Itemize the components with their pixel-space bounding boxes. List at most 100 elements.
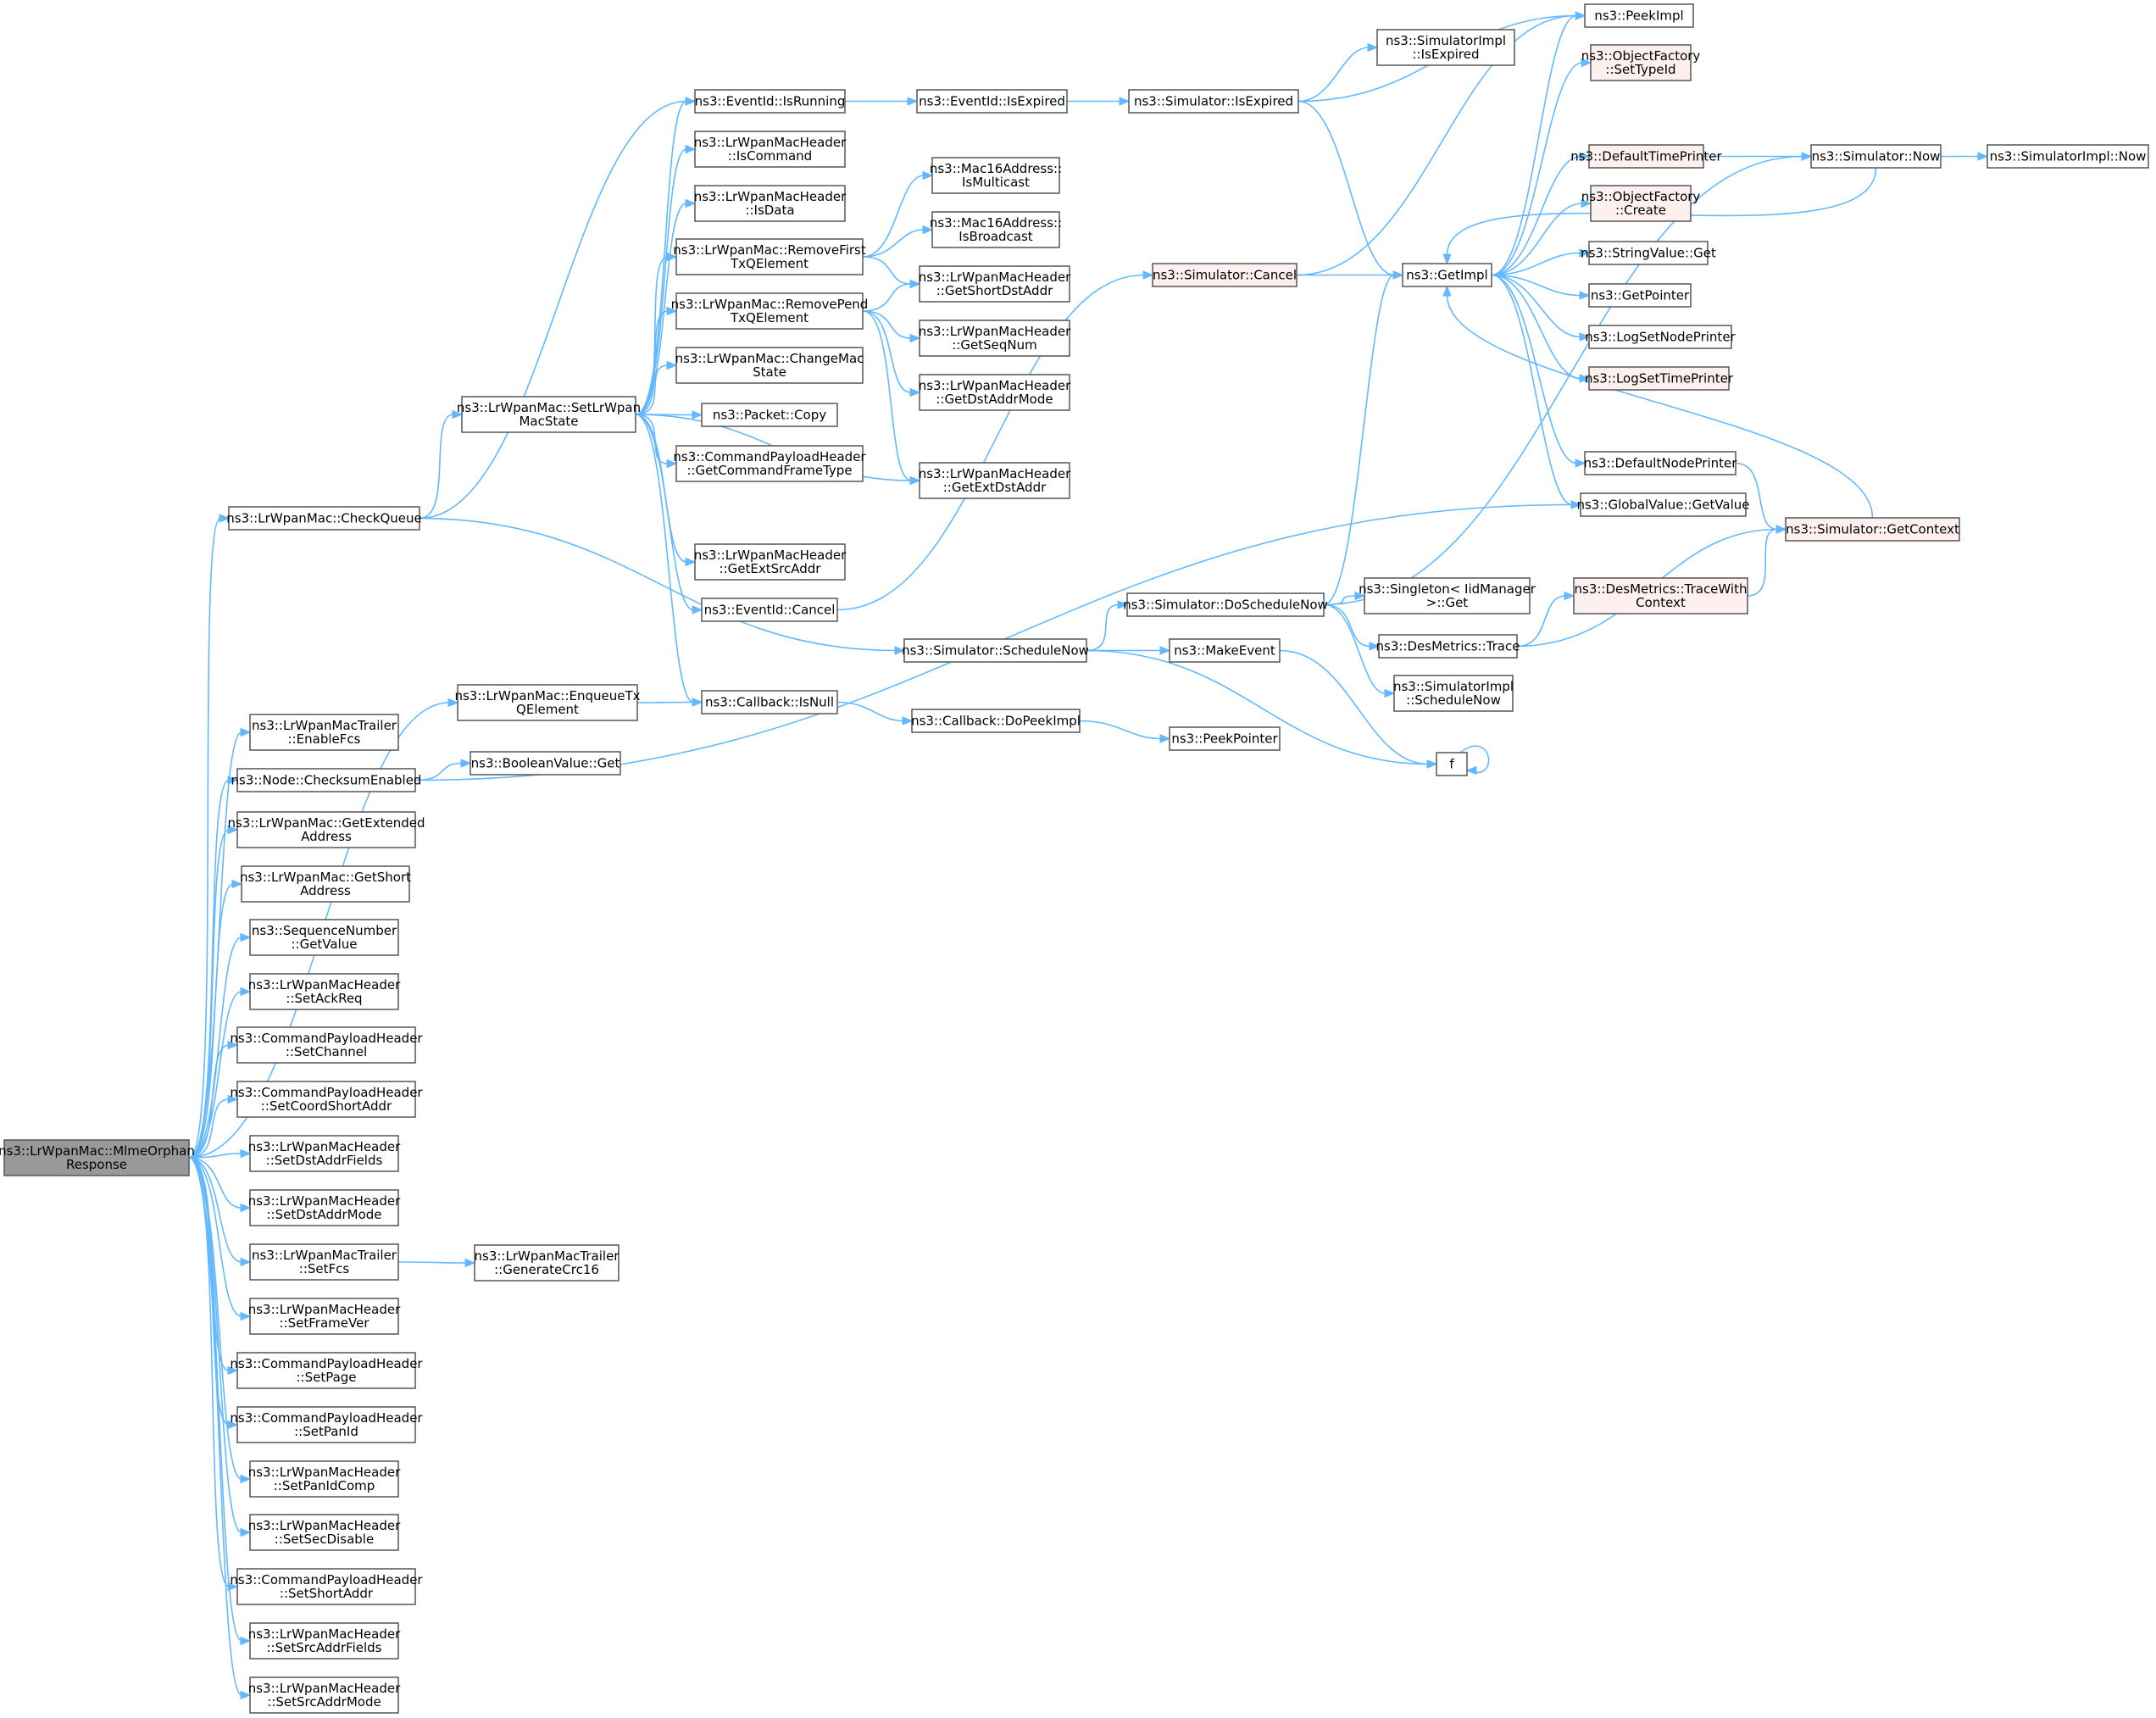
- node-seqval[interactable]: ns3::SequenceNumber::GetValue: [249, 919, 399, 956]
- node-setcoord[interactable]: ns3::CommandPayloadHeader::SetCoordShort…: [230, 1081, 423, 1118]
- node-getdstmode[interactable]: ns3::LrWpanMacHeader::GetDstAddrMode: [919, 374, 1071, 411]
- node-evisexpired[interactable]: ns3::EventId::IsExpired: [916, 89, 1068, 114]
- node-simisexpired[interactable]: ns3::Simulator::IsExpired: [1128, 89, 1299, 114]
- node-pktcopy[interactable]: ns3::Packet::Copy: [701, 403, 838, 427]
- node-getpointer[interactable]: ns3::GetPointer: [1588, 283, 1692, 308]
- node-label: ns3::LogSetTimePrinter: [1585, 371, 1734, 386]
- node-doschednow[interactable]: ns3::Simulator::DoScheduleNow: [1123, 592, 1328, 617]
- node-setpanid[interactable]: ns3::CommandPayloadHeader::SetPanId: [230, 1406, 423, 1443]
- node-setframever[interactable]: ns3::LrWpanMacHeader::SetFrameVer: [248, 1298, 401, 1335]
- node-getshortdst[interactable]: ns3::LrWpanMacHeader::GetShortDstAddr: [919, 265, 1071, 303]
- edge-line: [188, 1157, 242, 1209]
- node-peekimpl[interactable]: ns3::PeekImpl: [1584, 3, 1694, 28]
- edge-defnodeprinter-to-getcontext: [1735, 462, 1787, 534]
- node-label: ::IsData: [745, 203, 794, 218]
- node-setchannel[interactable]: ns3::CommandPayloadHeader::SetChannel: [230, 1026, 423, 1064]
- node-isbroadcast[interactable]: ns3::Mac16Address::IsBroadcast: [930, 211, 1062, 248]
- arrowhead-icon: [685, 97, 697, 106]
- node-setsecdisable[interactable]: ns3::LrWpanMacHeader::SetSecDisable: [248, 1514, 401, 1551]
- node-label: ns3::Callback::DoPeekImpl: [911, 714, 1081, 729]
- node-boolget[interactable]: ns3::BooleanValue::Get: [470, 751, 621, 776]
- node-makeevent[interactable]: ns3::MakeEvent: [1169, 638, 1281, 663]
- node-getcontext[interactable]: ns3::Simulator::GetContext: [1785, 517, 1960, 542]
- node-label: ::GetExtSrcAddr: [720, 561, 822, 576]
- arrowhead-icon: [685, 557, 697, 567]
- node-peekptr[interactable]: ns3::PeekPointer: [1169, 726, 1281, 751]
- node-gencrc[interactable]: ns3::LrWpanMacTrailer::GenerateCrc16: [474, 1244, 620, 1282]
- node-label: ns3::MakeEvent: [1174, 643, 1275, 659]
- edge-line: [188, 991, 242, 1159]
- node-label: ns3::LrWpanMac::GetExtended: [227, 815, 425, 831]
- edge-doschednow-to-simnow: [1323, 152, 1813, 606]
- node-box: [1588, 283, 1692, 308]
- node-simcancel[interactable]: ns3::Simulator::Cancel: [1152, 263, 1297, 287]
- edge-line: [188, 1157, 242, 1317]
- node-isrunning[interactable]: ns3::EventId::IsRunning: [694, 89, 846, 114]
- node-box: [249, 1622, 399, 1660]
- node-label: ns3::ObjectFactory: [1581, 189, 1701, 204]
- node-setsrcfields[interactable]: ns3::LrWpanMacHeader::SetSrcAddrFields: [248, 1622, 401, 1660]
- node-ismulticast[interactable]: ns3::Mac16Address::IsMulticast: [930, 157, 1062, 194]
- node-getcmdtype[interactable]: ns3::CommandPayloadHeader::GetCommandFra…: [673, 445, 866, 482]
- node-logsettime[interactable]: ns3::LogSetTimePrinter: [1585, 366, 1734, 391]
- node-box: [1152, 263, 1297, 287]
- node-defnodeprinter[interactable]: ns3::DefaultNodePrinter: [1584, 451, 1738, 475]
- node-box: [236, 1568, 416, 1605]
- node-simnow[interactable]: ns3::Simulator::Now: [1810, 144, 1942, 169]
- node-getextdst[interactable]: ns3::LrWpanMacHeader::GetExtDstAddr: [919, 462, 1071, 499]
- node-implnow[interactable]: ns3::SimulatorImpl::Now: [1987, 144, 2149, 169]
- node-getseqnum[interactable]: ns3::LrWpanMacHeader::GetSeqNum: [919, 320, 1071, 357]
- node-isdata[interactable]: ns3::LrWpanMacHeader::IsData: [694, 185, 847, 222]
- node-setdstfields[interactable]: ns3::LrWpanMacHeader::SetDstAddrFields: [248, 1135, 401, 1172]
- node-schednow[interactable]: ns3::Simulator::ScheduleNow: [902, 638, 1089, 663]
- node-box: [249, 973, 399, 1010]
- node-dopeek[interactable]: ns3::Callback::DoPeekImpl: [911, 709, 1081, 733]
- node-getimpl[interactable]: ns3::GetImpl: [1402, 263, 1492, 287]
- node-objcreate[interactable]: ns3::ObjectFactory::Create: [1581, 185, 1701, 222]
- node-implisexpired[interactable]: ns3::SimulatorImpl::IsExpired: [1376, 29, 1515, 66]
- node-setpanidcomp[interactable]: ns3::LrWpanMacHeader::SetPanIdComp: [248, 1460, 401, 1498]
- node-f[interactable]: f: [1436, 752, 1468, 776]
- node-isnull[interactable]: ns3::Callback::IsNull: [701, 690, 838, 714]
- node-checksum[interactable]: ns3::Node::ChecksumEnabled: [231, 768, 422, 792]
- node-setfcs[interactable]: ns3::LrWpanMacTrailer::SetFcs: [249, 1243, 399, 1281]
- arrowhead-icon: [227, 1582, 239, 1592]
- node-setdstmode[interactable]: ns3::LrWpanMacHeader::SetDstAddrMode: [248, 1189, 401, 1226]
- node-implschednow[interactable]: ns3::SimulatorImpl::ScheduleNow: [1393, 675, 1514, 712]
- node-setshortaddr[interactable]: ns3::CommandPayloadHeader::SetShortAddr: [230, 1568, 423, 1605]
- node-label: MacState: [519, 414, 578, 429]
- node-box: [1588, 325, 1732, 349]
- node-label: ns3::Simulator::Now: [1812, 149, 1941, 164]
- node-logsetnode[interactable]: ns3::LogSetNodePrinter: [1585, 325, 1736, 349]
- node-stringget[interactable]: ns3::StringValue::Get: [1581, 241, 1716, 265]
- edge-root-to-setdstfields: [188, 1148, 252, 1159]
- node-getextsrc[interactable]: ns3::LrWpanMacHeader::GetExtSrcAddr: [694, 543, 847, 581]
- node-setpage[interactable]: ns3::CommandPayloadHeader::SetPage: [230, 1352, 423, 1389]
- node-gvgetvalue[interactable]: ns3::GlobalValue::GetValue: [1576, 492, 1750, 517]
- node-enablefcs[interactable]: ns3::LrWpanMacTrailer::EnableFcs: [249, 714, 399, 751]
- node-checkqueue[interactable]: ns3::LrWpanMac::CheckQueue: [226, 506, 422, 531]
- node-label: ::GetCommandFrameType: [686, 463, 852, 478]
- node-singleton[interactable]: ns3::Singleton< IidManager>::Get: [1359, 577, 1536, 614]
- edge-line: [635, 414, 669, 464]
- node-setackreq[interactable]: ns3::LrWpanMacHeader::SetAckReq: [248, 973, 401, 1010]
- node-settypeid[interactable]: ns3::ObjectFactory::SetTypeId: [1581, 44, 1701, 81]
- node-label: ::SetCoordShortAddr: [261, 1098, 392, 1114]
- node-deftimeprinter[interactable]: ns3::DefaultTimePrinter: [1570, 144, 1723, 169]
- edge-tracewith-to-getcontext: [1747, 525, 1787, 597]
- node-setsrcmode[interactable]: ns3::LrWpanMacHeader::SetSrcAddrMode: [248, 1676, 401, 1714]
- node-desmtrace[interactable]: ns3::DesMetrics::Trace: [1376, 634, 1520, 659]
- node-box: [249, 714, 399, 751]
- node-iscommand[interactable]: ns3::LrWpanMacHeader::IsCommand: [694, 131, 847, 168]
- node-evcancel[interactable]: ns3::EventId::Cancel: [701, 598, 838, 622]
